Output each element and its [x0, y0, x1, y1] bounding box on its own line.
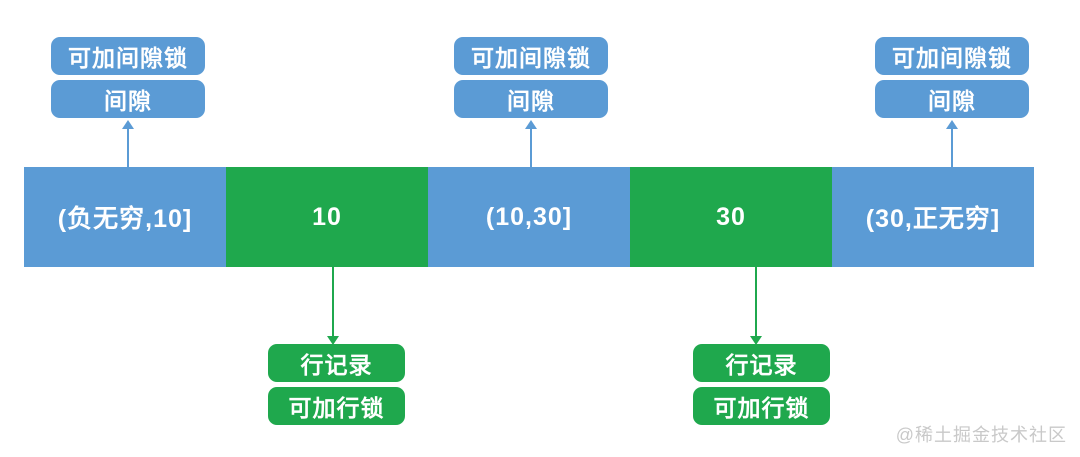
arrow-shaft — [951, 129, 953, 168]
row-record-label: 行记录 — [693, 344, 830, 382]
record-callout-2: 行记录 可加行锁 — [693, 344, 830, 425]
arrow-shaft — [530, 129, 532, 168]
arrow-shaft — [127, 129, 129, 168]
row-lock-label: 可加行锁 — [693, 387, 830, 425]
interval-bar: (负无穷,10] 10 (10,30] 30 (30,正无穷] — [24, 167, 1034, 267]
gap-lock-label: 可加间隙锁 — [51, 37, 205, 75]
gap-label: 间隙 — [875, 80, 1029, 118]
gap-label: 间隙 — [454, 80, 608, 118]
segment-gap-30-pos-inf: (30,正无穷] — [832, 167, 1034, 267]
arrow-down-icon — [750, 267, 762, 345]
row-record-label: 行记录 — [268, 344, 405, 382]
gap-callout-1: 可加间隙锁 间隙 — [51, 37, 205, 118]
arrowhead — [327, 336, 339, 345]
gap-callout-3: 可加间隙锁 间隙 — [875, 37, 1029, 118]
arrow-up-icon — [525, 120, 537, 168]
gap-lock-label: 可加间隙锁 — [454, 37, 608, 75]
arrowhead — [946, 120, 958, 129]
arrow-up-icon — [122, 120, 134, 168]
arrow-up-icon — [946, 120, 958, 168]
gap-callout-2: 可加间隙锁 间隙 — [454, 37, 608, 118]
row-lock-label: 可加行锁 — [268, 387, 405, 425]
segment-record-10: 10 — [226, 167, 428, 267]
watermark-text: @稀土掘金技术社区 — [895, 425, 1067, 445]
arrowhead — [525, 120, 537, 129]
segment-record-30: 30 — [630, 167, 832, 267]
arrow-shaft — [332, 267, 334, 336]
gap-label: 间隙 — [51, 80, 205, 118]
segment-gap-10-30: (10,30] — [428, 167, 630, 267]
arrow-shaft — [755, 267, 757, 336]
segment-gap-neg-inf-10: (负无穷,10] — [24, 167, 226, 267]
arrowhead — [122, 120, 134, 129]
arrowhead — [750, 336, 762, 345]
record-callout-1: 行记录 可加行锁 — [268, 344, 405, 425]
arrow-down-icon — [327, 267, 339, 345]
gap-lock-label: 可加间隙锁 — [875, 37, 1029, 75]
